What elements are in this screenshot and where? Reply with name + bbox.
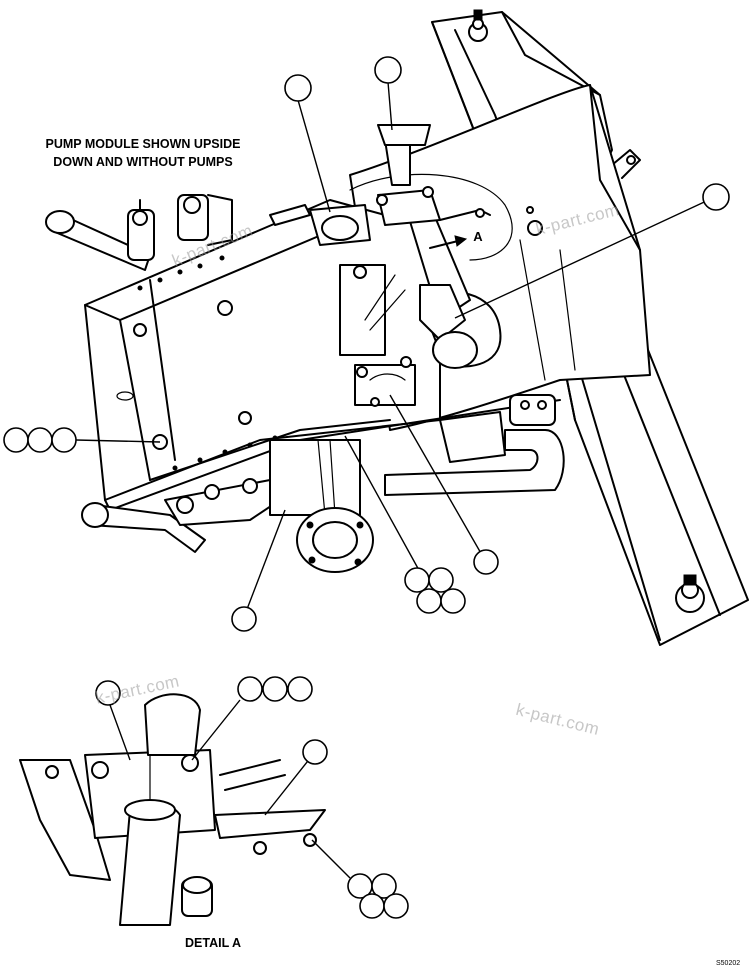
callout-bubble (359, 893, 385, 919)
callout-bubble (371, 873, 397, 899)
callout-bubble (262, 676, 288, 702)
callout-bubble (428, 567, 454, 593)
main-caption-line1: PUMP MODULE SHOWN UPSIDE (45, 137, 241, 151)
callout-bubble (287, 676, 313, 702)
callout-bubbles (3, 56, 730, 919)
lower-frame-arm (559, 329, 749, 646)
detail-a-drawing (19, 693, 326, 926)
drawing-code: S50202 (716, 960, 741, 967)
callout-bubble (473, 549, 499, 575)
view-a-arrow (429, 235, 468, 249)
callout-bubble (416, 588, 442, 614)
view-a-label: A (473, 229, 483, 244)
callout-bubble (3, 427, 29, 453)
main-caption: PUMP MODULE SHOWN UPSIDE DOWN AND WITHOU… (28, 135, 258, 171)
detail-a-caption: DETAIL A (185, 936, 242, 950)
callout-bubble (231, 606, 257, 632)
right-pipe-elbow (384, 394, 565, 496)
top-left-fittings (45, 194, 233, 271)
callout-bubble (702, 183, 730, 211)
callout-bubble (27, 427, 53, 453)
callout-bubble (374, 56, 402, 84)
callout-leaders (75, 81, 716, 879)
callout-bubble (284, 74, 312, 102)
center-pipe-assembly (269, 124, 513, 369)
callout-bubble (302, 739, 328, 765)
callout-bubble (404, 567, 430, 593)
callout-bubble (440, 588, 466, 614)
center-clamp-blocks (339, 264, 416, 407)
callout-bubble (237, 676, 263, 702)
lower-left-pipes (81, 439, 361, 553)
main-caption-line2: DOWN AND WITHOUT PUMPS (53, 155, 233, 169)
callout-bubble (51, 427, 77, 453)
pipe-flange (296, 507, 374, 573)
callout-bubble (383, 893, 409, 919)
callout-bubble (95, 680, 121, 706)
